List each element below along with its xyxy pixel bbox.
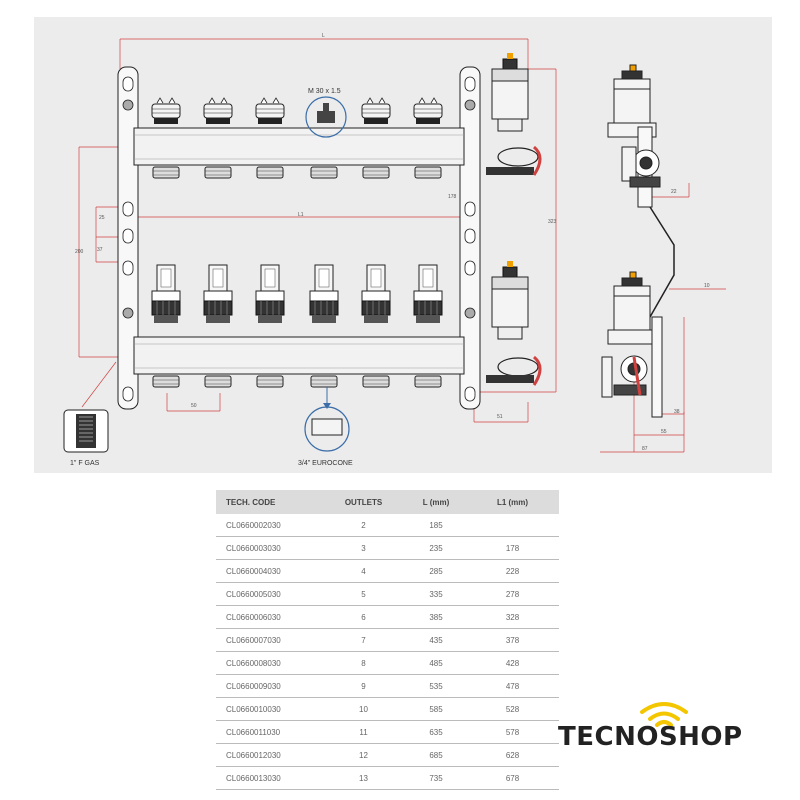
cell-l: 385	[406, 605, 466, 629]
cell-outlets: 6	[321, 605, 406, 629]
dimension-200-label: 200	[75, 249, 84, 255]
cell-tech-code: CL0660005030	[216, 582, 321, 606]
cell-tech-code: CL0660002030	[216, 514, 321, 537]
logo-text: TECNOSHOP	[558, 722, 743, 752]
cell-l1: 678	[466, 766, 559, 790]
cell-l1: 528	[466, 697, 559, 721]
dimension-37-label: 37	[97, 247, 103, 253]
cell-l1: 228	[466, 559, 559, 583]
cell-tech-code: CL0660006030	[216, 605, 321, 629]
cell-l1: 278	[466, 582, 559, 606]
cell-outlets: 4	[321, 559, 406, 583]
tecnoshop-logo: TECNOSHOP	[556, 700, 766, 760]
dimension-22-label: 22	[671, 189, 677, 195]
cell-l: 685	[406, 743, 466, 767]
end-fittings	[486, 52, 542, 386]
dimension-323-label: 323	[548, 219, 557, 225]
cell-outlets: 12	[321, 743, 406, 767]
cell-outlets: 13	[321, 766, 406, 790]
dimension-178-label: 178	[448, 194, 457, 200]
cell-outlets: 8	[321, 651, 406, 675]
header-l1-mm: L1 (mm)	[466, 490, 559, 514]
cell-l: 585	[406, 697, 466, 721]
cell-tech-code: CL0660010030	[216, 697, 321, 721]
cell-outlets: 7	[321, 628, 406, 652]
dimension-55-label: 55	[661, 429, 667, 435]
cell-l1: 578	[466, 720, 559, 744]
lower-manifold	[133, 264, 465, 388]
dimension-38-label: 38	[674, 409, 680, 415]
cell-l: 735	[406, 766, 466, 790]
cell-l1: 428	[466, 651, 559, 675]
cell-outlets: 9	[321, 674, 406, 698]
manifold-drawing-svg	[63, 38, 726, 453]
cell-l: 185	[406, 514, 466, 537]
header-tech-code: TECH. CODE	[216, 490, 321, 514]
cell-outlets: 3	[321, 536, 406, 560]
cell-l1: 478	[466, 674, 559, 698]
cell-tech-code: CL0660012030	[216, 743, 321, 767]
cell-l: 335	[406, 582, 466, 606]
upper-manifold	[133, 97, 465, 179]
cell-l: 635	[406, 720, 466, 744]
cell-tech-code: CL0660008030	[216, 651, 321, 675]
dimension-25-label: 25	[99, 215, 105, 221]
thread-callout-circle	[305, 96, 347, 138]
cell-l1: 328	[466, 605, 559, 629]
dimension-87-label: 87	[642, 446, 648, 452]
mounting-brackets	[117, 66, 481, 410]
cell-tech-code: CL0660009030	[216, 674, 321, 698]
cell-l1: 628	[466, 743, 559, 767]
cell-l: 285	[406, 559, 466, 583]
cell-outlets: 11	[321, 720, 406, 744]
dimension-51-label: 51	[497, 414, 503, 420]
gas-callout-label: 1" F GAS	[70, 460, 100, 467]
dimension-l-label: L	[322, 33, 325, 39]
cell-l: 485	[406, 651, 466, 675]
cell-l: 535	[406, 674, 466, 698]
cell-outlets: 2	[321, 514, 406, 537]
cell-l: 235	[406, 536, 466, 560]
cell-l1: 178	[466, 536, 559, 560]
cell-l1: 378	[466, 628, 559, 652]
cell-l: 435	[406, 628, 466, 652]
cell-l1	[466, 514, 559, 537]
gas-callout	[63, 409, 109, 453]
eurocone-callout	[304, 387, 350, 452]
cell-tech-code: CL0660011030	[216, 720, 321, 744]
cell-outlets: 5	[321, 582, 406, 606]
table-header-row: TECH. CODE OUTLETS L (mm) L1 (mm)	[216, 490, 559, 514]
thread-callout-label: M 30 x 1.5	[308, 88, 341, 95]
spec-table: TECH. CODE OUTLETS L (mm) L1 (mm) CL0660…	[216, 490, 559, 790]
wifi-signal-icon	[640, 702, 688, 727]
dimension-10-label: 10	[704, 283, 710, 289]
header-outlets: OUTLETS	[321, 490, 406, 514]
cell-tech-code: CL0660004030	[216, 559, 321, 583]
cell-tech-code: CL0660007030	[216, 628, 321, 652]
cell-tech-code: CL0660003030	[216, 536, 321, 560]
side-view	[601, 64, 675, 418]
dimension-50-label: 50	[191, 403, 197, 409]
technical-drawing: L L1 25 37 200 178 323 50 51 22 10 38 55…	[34, 17, 772, 473]
eurocone-callout-label: 3/4" EUROCONE	[298, 460, 353, 467]
header-l-mm: L (mm)	[406, 490, 466, 514]
cell-outlets: 10	[321, 697, 406, 721]
dimension-l1-label: L1	[298, 212, 304, 218]
cell-tech-code: CL0660013030	[216, 766, 321, 790]
